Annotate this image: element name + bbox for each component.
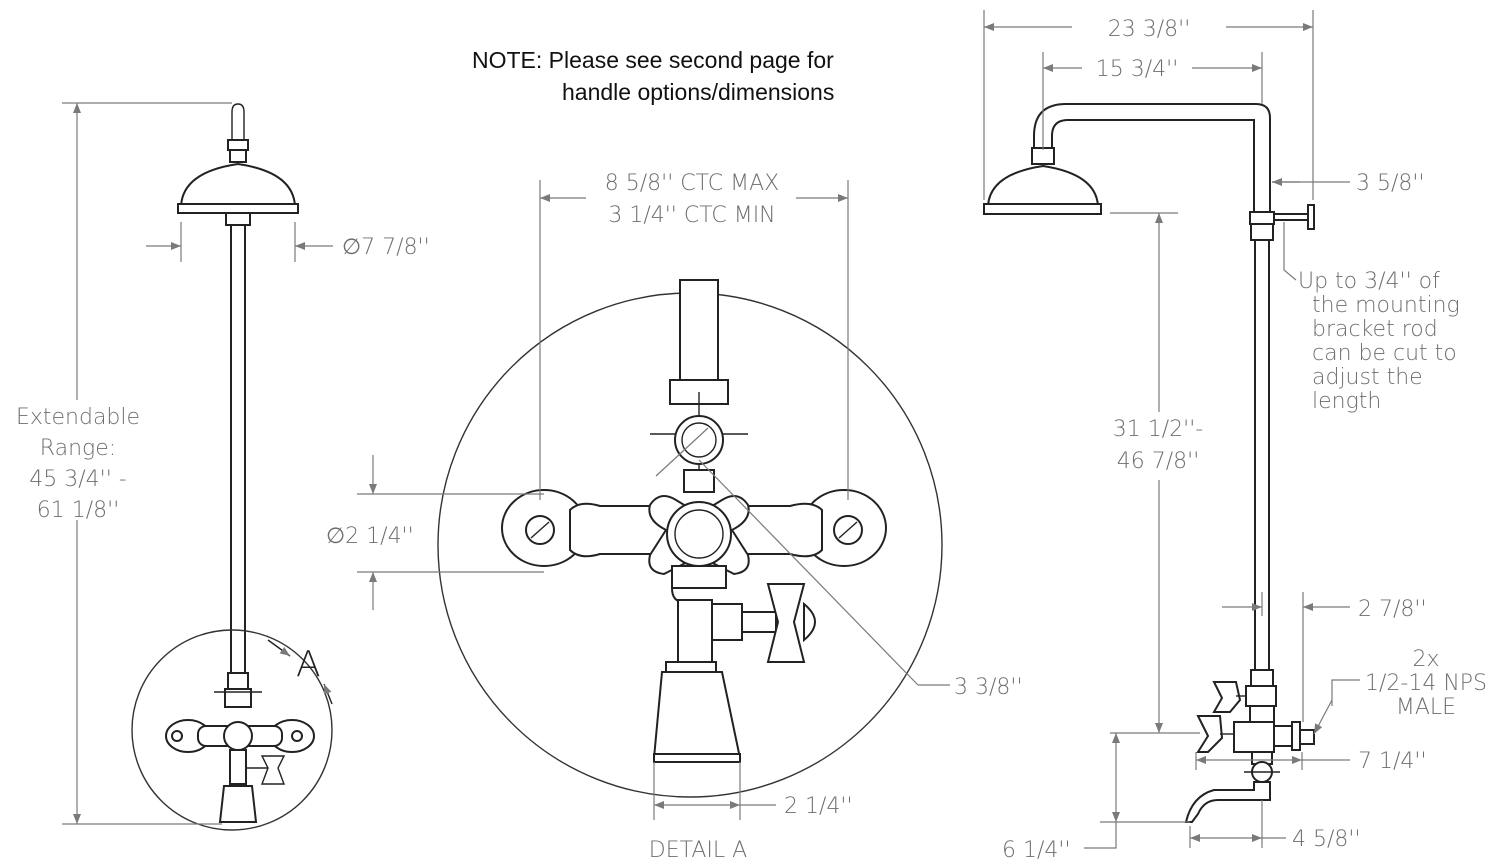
right-width-label: 23 3/8'' — [1108, 17, 1191, 42]
left-spout-stem — [229, 749, 247, 785]
right-height-line-1: 31 1/2''- — [1113, 417, 1203, 442]
left-range-line-2: Range: — [40, 436, 116, 461]
right-bracket-note-4: can be cut to — [1312, 341, 1457, 366]
detail-valve-body — [711, 603, 743, 641]
detail-spout-label: 2 1/4'' — [784, 794, 853, 819]
right-diverter-handle — [1212, 681, 1242, 713]
right-mixer-body — [1233, 721, 1275, 753]
right-shower-head — [986, 164, 1100, 207]
right-bracket-note-2: the mounting — [1312, 293, 1460, 318]
detail-upper-body — [683, 469, 715, 493]
detail-inlet-left-slot — [530, 521, 550, 539]
right-connection-arrow — [1313, 699, 1333, 735]
left-riser-pipe — [230, 224, 246, 674]
left-range-line-3: 45 3/4'' - — [29, 467, 126, 492]
right-connection-line-3: MALE — [1396, 695, 1456, 720]
right-bracket-rod — [1273, 213, 1311, 221]
detail-upper-handle-ring — [681, 422, 717, 458]
right-shower-head-rim — [983, 203, 1102, 215]
detail-circle-a — [131, 629, 333, 831]
right-arm-collar — [1031, 147, 1055, 165]
right-bracket-note-1: Up to 3/4'' of — [1298, 269, 1440, 294]
left-arm-collar — [229, 149, 247, 163]
right-connection-line-2: 1/2-14 NPS — [1365, 671, 1487, 696]
right-tub-spout — [1184, 781, 1271, 823]
detail-arrow-top — [267, 639, 291, 657]
detail-arrow-bottom — [323, 683, 333, 705]
detail-valve-handle — [766, 583, 806, 663]
detail-valve-stem — [741, 611, 777, 633]
detail-radius-leader — [698, 459, 919, 686]
right-bracket-collar — [1249, 211, 1275, 225]
detail-inlet-right-slot — [838, 521, 858, 539]
left-diverter-body — [224, 688, 252, 708]
detail-hand-shower-face — [653, 753, 741, 763]
right-connection-leader — [1331, 679, 1360, 706]
right-riser-nut — [1250, 669, 1274, 687]
right-bracket-plate — [1307, 204, 1315, 230]
detail-spout-stem — [677, 599, 713, 663]
left-inlet-left — [171, 730, 183, 742]
right-arm-label: 15 3/4'' — [1096, 57, 1179, 82]
right-inlet-elbow — [1273, 725, 1293, 747]
right-spout-height-label: 6 1/4'' — [1002, 838, 1071, 863]
left-head-joint — [225, 212, 251, 226]
note-line-1: NOTE: Please see second page for — [472, 47, 834, 73]
left-shower-head — [179, 162, 297, 207]
left-shower-head-rim — [177, 203, 299, 214]
left-hand-shower — [218, 785, 258, 823]
left-spout-handle — [260, 755, 286, 785]
detail-a-view: 8 5/8'' CTC MAX 3 1/4'' CTC MIN ∅2 1/4''… — [326, 171, 1023, 863]
detail-caption: DETAIL A — [649, 838, 747, 863]
detail-valve-cap — [803, 601, 816, 643]
detail-radius-label: 3 3/8'' — [954, 675, 1023, 700]
right-height-line-2: 46 7/8'' — [1117, 449, 1200, 474]
detail-spout-ring — [665, 661, 717, 673]
right-bracket-nut — [1250, 223, 1274, 241]
left-shower-arm — [231, 103, 245, 140]
right-bracket-note-5: adjust the — [1312, 365, 1423, 390]
right-spout-height-leader — [1084, 822, 1117, 849]
right-depth-label: 7 1/4'' — [1358, 749, 1427, 774]
detail-center-hub — [666, 501, 732, 567]
right-bracket-offset-label: 3 5/8'' — [1356, 171, 1425, 196]
detail-radius-upper — [655, 427, 709, 477]
left-arm-nut — [227, 139, 249, 151]
left-diameter-label: ∅7 7/8'' — [342, 235, 430, 260]
left-range-line-1: Extendable — [16, 405, 140, 430]
right-side-view: 23 3/8'' 15 3/4'' 3 5/8'' Up to 3/4'' of… — [983, 10, 1487, 863]
right-bracket-note-6: length — [1312, 389, 1381, 414]
right-bracket-note-3: bracket rod — [1312, 317, 1438, 342]
right-inlet-flange — [1291, 721, 1301, 751]
left-riser-nut — [227, 672, 249, 690]
left-front-view: A ∅7 7/8'' Extendable Range: 45 3/4'' - … — [16, 102, 430, 831]
detail-ctc-min: 3 1/4'' CTC MIN — [608, 203, 775, 228]
detail-riser-pipe — [679, 279, 719, 381]
detail-hand-shower — [652, 671, 742, 759]
right-mixer-handle — [1196, 715, 1224, 753]
detail-callout-a: A — [296, 644, 321, 685]
note-line-2: handle options/dimensions — [562, 79, 834, 105]
detail-diameter-label: ∅2 1/4'' — [326, 524, 414, 549]
detail-lower-collar — [671, 565, 727, 589]
left-inlet-right — [291, 730, 303, 742]
left-range-line-4: 61 1/8'' — [37, 498, 120, 523]
right-inlet-nipple — [1299, 729, 1315, 745]
right-diverter-body — [1245, 685, 1277, 707]
detail-center-hub-ring — [674, 509, 724, 559]
right-reach-label: 4 5/8'' — [1292, 827, 1361, 852]
right-connection-line-1: 2x — [1412, 647, 1439, 672]
right-bracket-note-leader — [1283, 222, 1297, 281]
right-wall-offset-label: 2 7/8'' — [1358, 597, 1427, 622]
detail-ctc-max: 8 5/8'' CTC MAX — [605, 171, 779, 196]
left-mixer-hub — [223, 721, 253, 751]
